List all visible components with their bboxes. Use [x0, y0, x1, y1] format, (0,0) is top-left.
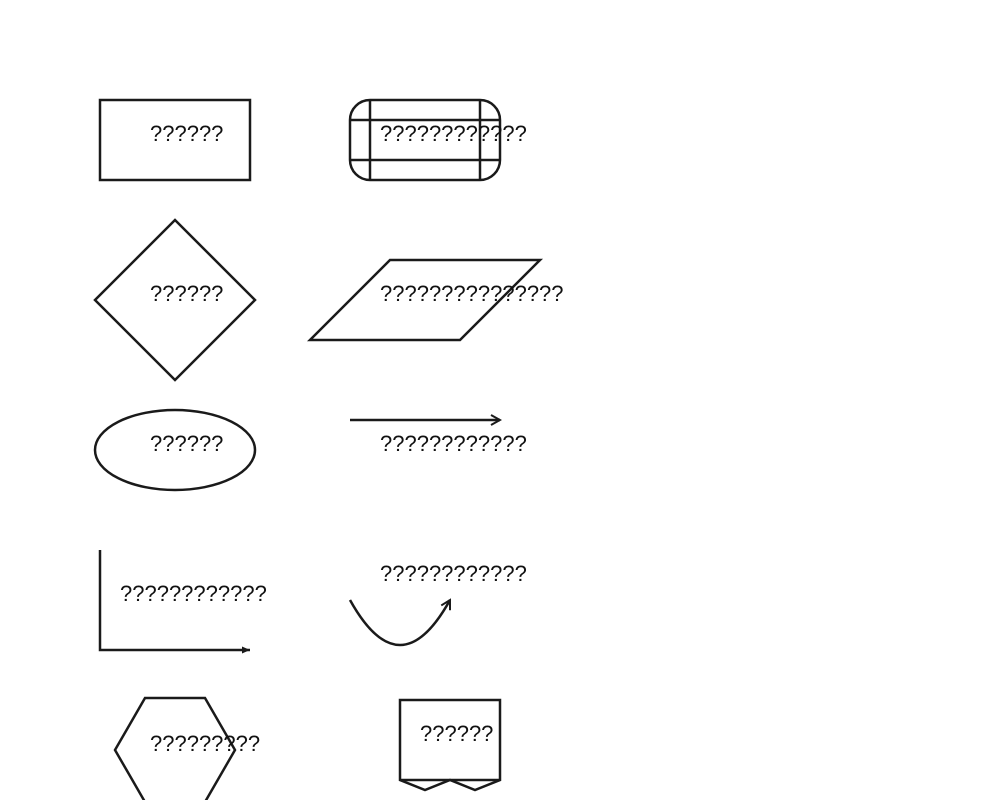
ellipse-label: ?????? — [150, 431, 224, 456]
rectangle-label: ?????? — [150, 121, 224, 146]
document-label: ?????? — [420, 721, 494, 746]
diamond-shape — [93, 218, 257, 382]
curved-arrow-label: ???????????? — [380, 561, 527, 586]
arrow-label: ???????????? — [380, 431, 527, 456]
diamond-label: ?????? — [150, 281, 224, 306]
document-shape — [398, 698, 502, 792]
rounded-rect-shape — [348, 98, 502, 182]
hexagon-shape — [113, 696, 237, 800]
curved-arrow-shape — [348, 600, 452, 647]
parallelogram-label: ??????????????? — [380, 281, 564, 306]
axis-label: ???????????? — [120, 581, 267, 606]
axis-shape — [98, 550, 250, 654]
parallelogram-shape — [306, 258, 544, 342]
ellipse-shape — [93, 408, 257, 492]
rectangle-shape — [98, 98, 252, 182]
hexagon-label: ????????? — [150, 731, 261, 756]
rounded-rect-label: ???????????? — [380, 121, 527, 146]
